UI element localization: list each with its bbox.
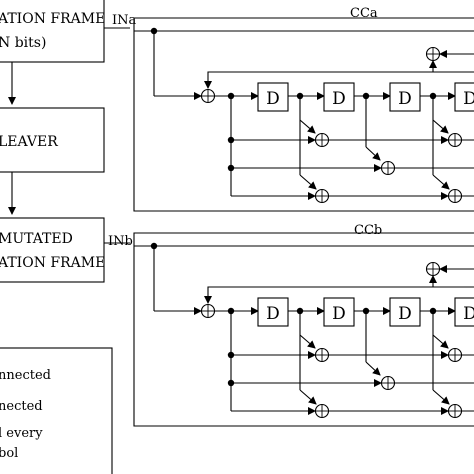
encoder-a-delay-1: D [266,89,280,109]
encoder-a-name: CCa [350,6,378,21]
interleaver-label: LEAVER [0,134,58,150]
legend-text-4: bol [0,446,18,461]
legend-text-3: l every [0,426,43,441]
encoder-a: INa CCa D D D D [112,6,474,211]
encoder-a-delay-2: D [332,89,346,109]
encoder-a-circuit [134,18,474,211]
encoder-b-delay-2: D [332,304,346,324]
encoder-b-delay-3: D [398,304,412,324]
encoder-a-delay-3: D [398,89,412,109]
permutated-title-text: MUTATED [0,231,73,247]
encoder-b-input-label: INb [108,234,133,249]
encoder-a-delay-4: D [463,89,474,109]
encoder-b-delay-4: D [463,304,474,324]
permutated-frame-text: ATION FRAME [0,255,105,271]
encoder-b-circuit [134,233,474,426]
frame-title-text: ATION FRAME [0,11,105,27]
legend-text-1: nnected [0,368,51,383]
information-frame-block: ATION FRAME N bits) [0,0,105,63]
permutated-frame-block: MUTATED ATION FRAME [0,217,105,283]
encoder-b-name: CCb [354,223,382,238]
legend-text-2: nected [0,399,43,414]
frame-bits-text: N bits) [0,35,46,51]
encoder-a-input-label: INa [112,13,137,28]
legend-box: nnected nected l every bol [0,347,113,474]
encoder-b: INb CCb D D D D [108,223,474,426]
encoder-b-delay-1: D [266,304,280,324]
interleaver-block: LEAVER [0,107,105,173]
